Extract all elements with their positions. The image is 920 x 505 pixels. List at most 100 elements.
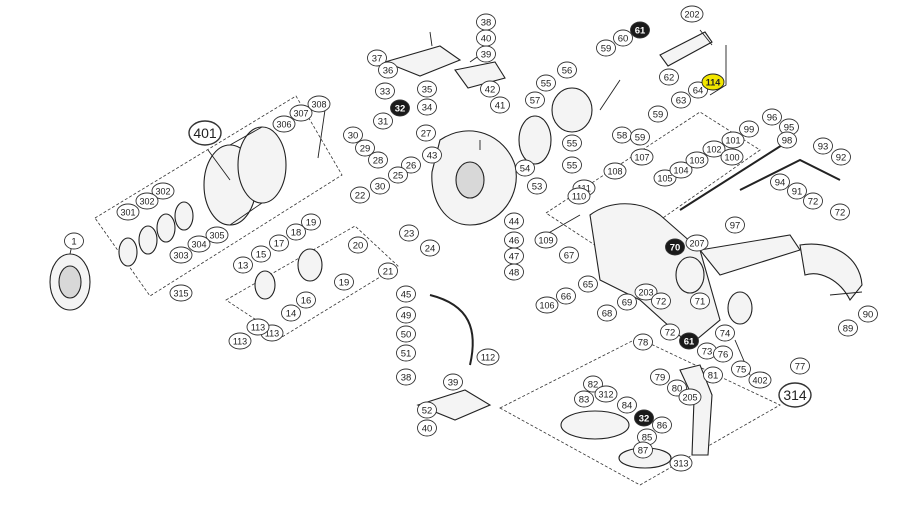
callout-number: 59	[653, 110, 664, 121]
callout-number: 56	[562, 66, 573, 77]
callout-number: 94	[775, 178, 786, 189]
callout-bubble	[858, 305, 878, 323]
callout-c302a: 302	[151, 182, 175, 200]
callout-bubble	[535, 296, 559, 314]
callout-c312: 312	[594, 385, 618, 403]
callout-bubble	[685, 151, 709, 169]
callout-number: 302	[155, 187, 170, 197]
bearing-part	[727, 291, 753, 325]
callout-c52: 52	[417, 401, 437, 419]
callout-bubble	[187, 235, 211, 253]
callout-c83: 83	[574, 390, 594, 408]
callout-bubble	[680, 5, 704, 23]
callout-c14: 14	[281, 304, 301, 322]
callout-c306: 306	[272, 115, 296, 133]
callout-bubble	[594, 385, 618, 403]
callout-number: 41	[495, 101, 506, 112]
callout-c113c: 113	[228, 332, 252, 350]
callout-c31: 31	[373, 112, 393, 130]
callout-c61a: 61	[630, 21, 650, 39]
bail-arm-right-part	[454, 61, 506, 89]
callout-number: 107	[634, 153, 649, 163]
callout-number: 42	[485, 85, 496, 96]
callout-c91: 91	[787, 182, 807, 200]
callout-bubble	[334, 273, 354, 291]
callout-number: 59	[635, 133, 646, 144]
callout-c57: 57	[525, 91, 545, 109]
outline-spool-assembly	[94, 95, 343, 297]
callout-c96: 96	[762, 108, 782, 126]
callout-number: 31	[378, 117, 389, 128]
oscillation-rod-part	[679, 139, 791, 211]
callout-c26: 26	[401, 156, 421, 174]
callout-number: 101	[725, 136, 740, 146]
callout-c27: 27	[416, 124, 436, 142]
callout-bubble	[169, 246, 193, 264]
line-roller-arm-part	[416, 389, 492, 421]
callout-bubble	[417, 80, 437, 98]
callout-c107: 107	[630, 148, 654, 166]
callout-number: 30	[375, 182, 386, 193]
callout-number: 55	[567, 161, 578, 172]
callout-bubble	[251, 245, 271, 263]
drag-washer-part	[254, 270, 276, 300]
callout-c67: 67	[559, 246, 579, 264]
callout-c38a: 38	[476, 13, 496, 31]
callout-number: 40	[422, 424, 433, 435]
callout-bubble	[660, 323, 680, 341]
callout-number: 108	[607, 167, 622, 177]
callout-bubble	[633, 441, 653, 459]
callout-number: 66	[561, 292, 572, 303]
callout-number: 106	[539, 301, 554, 311]
callout-bubble	[739, 120, 759, 138]
callout-c22: 22	[350, 186, 370, 204]
callout-bubble	[228, 332, 252, 350]
callout-bubble	[307, 95, 331, 113]
main-shaft-part	[659, 31, 713, 67]
callout-number: 29	[360, 144, 371, 155]
callout-bubble	[269, 234, 289, 252]
spool-edges	[229, 126, 263, 226]
callout-bubble	[562, 134, 582, 152]
callout-bubble	[286, 223, 306, 241]
callout-number: 93	[818, 142, 829, 153]
callout-c308: 308	[307, 95, 331, 113]
callout-number: 58	[617, 131, 628, 142]
callout-number: 113	[233, 337, 247, 347]
callout-c313: 313	[669, 454, 693, 472]
callout-bubble	[490, 96, 510, 114]
callout-bubble	[669, 161, 693, 179]
callout-c102: 102	[702, 140, 726, 158]
callout-c203: 203	[634, 283, 658, 301]
callout-number: 47	[509, 252, 520, 263]
callout-number: 110	[572, 192, 586, 202]
callout-number: 65	[583, 280, 594, 291]
callout-number: 48	[509, 268, 520, 279]
callout-c68: 68	[597, 304, 617, 322]
callout-bubble	[838, 319, 858, 337]
callout-number: 80	[672, 384, 683, 395]
callout-c16: 16	[296, 291, 316, 309]
callout-bubble	[679, 332, 699, 350]
callout-c60: 60	[613, 29, 633, 47]
callout-number: 39	[481, 50, 492, 61]
callout-c33: 33	[375, 82, 395, 100]
callout-number: 37	[372, 54, 383, 65]
callout-bubble	[665, 238, 685, 256]
callout-bubble	[748, 371, 772, 389]
callout-c77: 77	[790, 357, 810, 375]
callout-bubble	[630, 148, 654, 166]
callout-bubble	[650, 368, 670, 386]
callout-c207: 207	[685, 234, 709, 252]
callout-bubble	[556, 287, 576, 305]
callout-c21: 21	[378, 262, 398, 280]
callout-bubble	[301, 213, 321, 231]
callout-bubble	[536, 74, 556, 92]
callout-number: 86	[657, 421, 668, 432]
callout-c72a: 72	[803, 192, 823, 210]
callout-c113b: 113	[246, 318, 270, 336]
callout-bubble	[617, 293, 637, 311]
callout-bubble	[731, 360, 751, 378]
callout-c72d: 72	[660, 323, 680, 341]
